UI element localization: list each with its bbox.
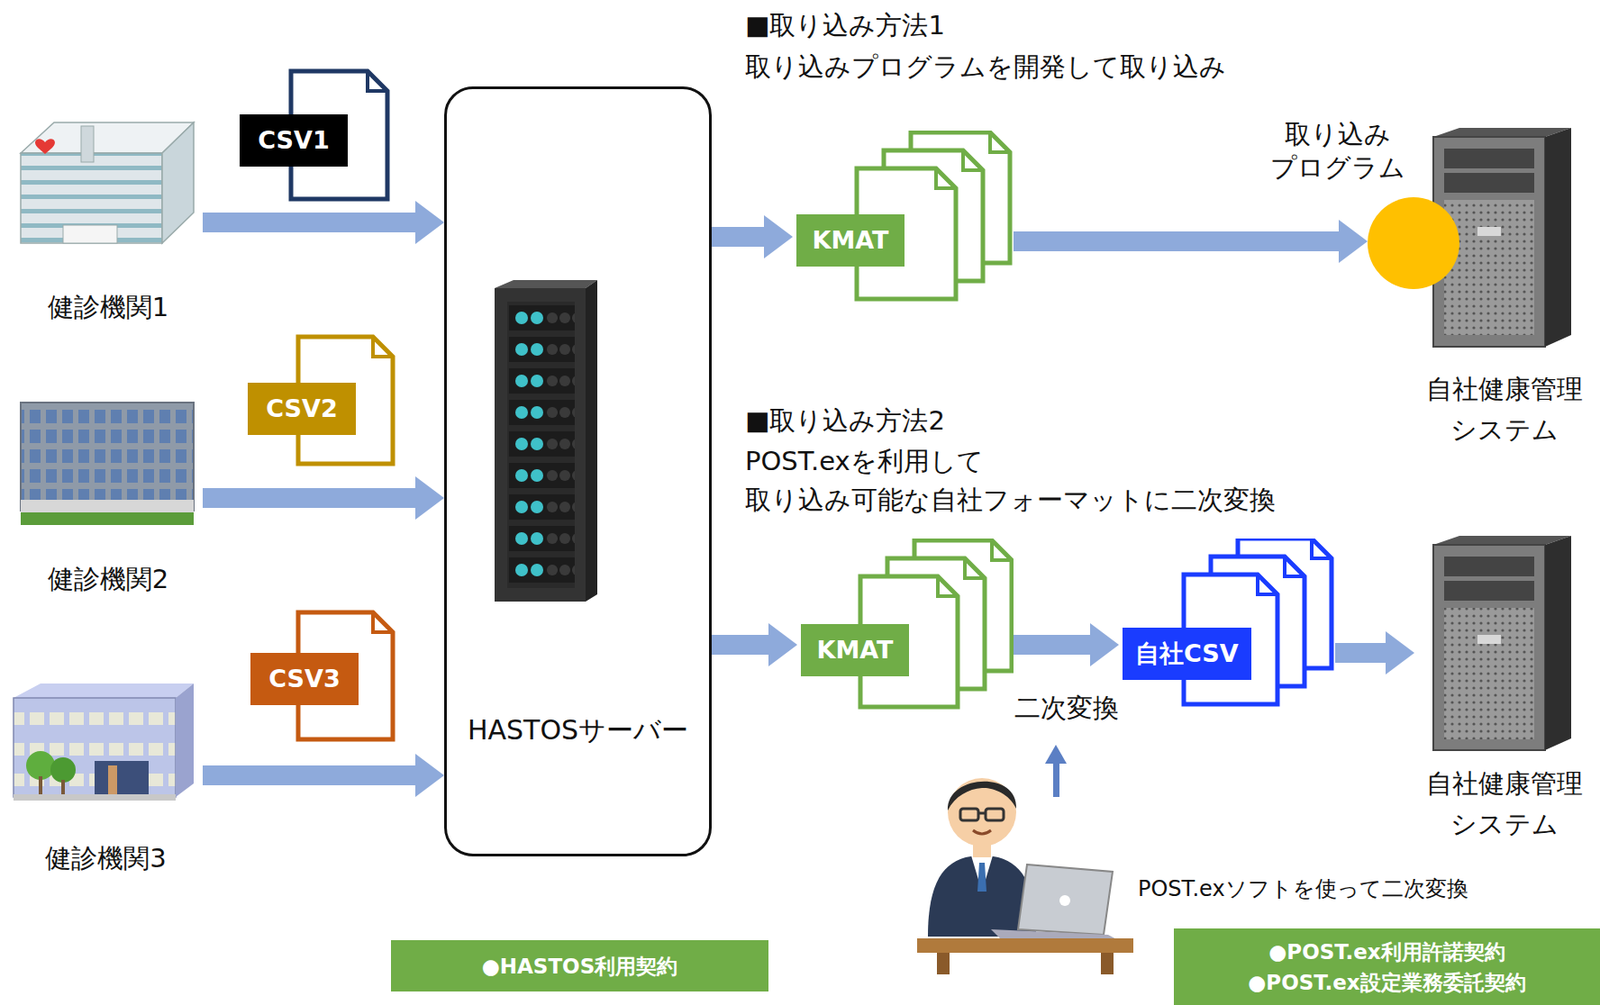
file-fold (1311, 538, 1332, 559)
hospital-icon (20, 122, 194, 244)
file-label-box: CSV2 (247, 382, 356, 436)
file-fold (1257, 574, 1278, 595)
note-text: 取り込み可能な自社フォーマットに二次変換 (745, 483, 1276, 517)
arrow-head (1338, 219, 1368, 264)
system-name: 自社健康管理 システム (1416, 763, 1593, 846)
arrow-shaft (711, 635, 769, 655)
arrow-head (415, 200, 445, 245)
facility-node: 健診機関1 (13, 117, 203, 325)
file-label-box: KMAT (796, 214, 905, 267)
file-label-box: KMAT (800, 624, 910, 677)
arrow-head (1090, 623, 1119, 667)
file-node: KMAT (797, 538, 1014, 712)
arrow-shaft (202, 765, 416, 786)
flow-arrow (1335, 631, 1415, 675)
arrow-shaft (1013, 635, 1091, 655)
contract-name: ●POST.ex利用許諾契約 (1268, 936, 1505, 968)
flow-arrow (202, 476, 445, 520)
arrow-head (415, 754, 445, 798)
edge-label: 二次変換 (1011, 691, 1122, 725)
program-label: 取り込み プログラム (1252, 118, 1424, 185)
file-node: KMAT (792, 130, 1014, 304)
file-fold (936, 168, 956, 189)
arrow-shaft (1335, 643, 1386, 664)
file-label: CSV3 (268, 664, 340, 694)
arrow-head (763, 215, 793, 259)
arrow-shaft (1013, 231, 1339, 252)
flow-arrow (1013, 623, 1119, 667)
flow-arrow (202, 200, 445, 245)
operator-illustration (917, 778, 1134, 975)
file-label: CSV1 (257, 126, 329, 155)
file-fold (372, 336, 393, 357)
tower-server-icon (1433, 536, 1572, 751)
file-label-box: CSV1 (239, 114, 348, 167)
flow-arrow (711, 215, 793, 259)
flow-arrow (202, 754, 445, 798)
arrow-head (1385, 631, 1415, 675)
file-label: CSV2 (265, 394, 337, 424)
file-fold (372, 612, 393, 633)
file-fold (964, 558, 985, 579)
note-text: ■取り込み方法2 (745, 404, 946, 437)
facility-name: 健診機関1 (47, 290, 169, 325)
server-box: HASTOSサーバー (444, 86, 712, 857)
arrow-shaft (202, 212, 416, 233)
note-text: ■取り込み方法1 (745, 9, 946, 42)
facility-name: 健診機関2 (47, 562, 169, 597)
file-fold (990, 132, 1010, 153)
contract-name: ●HASTOS利用契約 (481, 951, 679, 982)
file-label: KMAT (811, 226, 889, 255)
arrow-head (415, 476, 445, 520)
flow-arrow (1013, 219, 1368, 264)
file-label: KMAT (816, 636, 893, 665)
file-node: 自社CSV (1118, 538, 1336, 709)
file-fold (991, 540, 1012, 561)
facility-node: 健診機関3 (9, 677, 203, 876)
file-fold (367, 71, 388, 91)
arrow-head (768, 623, 798, 667)
office-icon (20, 402, 194, 526)
facility-name: 健診機関3 (45, 841, 166, 876)
file-label: 自社CSV (1135, 639, 1239, 669)
facility-node: 健診機関2 (13, 396, 203, 597)
rack-server-icon (494, 280, 598, 602)
server-name: HASTOSサーバー (467, 713, 689, 748)
arrow-shaft (711, 227, 764, 247)
file-fold (1284, 556, 1305, 577)
file-fold (937, 576, 958, 597)
clinic-icon (13, 683, 194, 801)
file-icon (1118, 538, 1336, 709)
contract-name: ●POST.ex設定業務委託契約 (1247, 967, 1526, 999)
note-text: POST.exを利用して (745, 445, 984, 478)
contract-bar: ●POST.ex利用許諾契約●POST.ex設定業務委託契約 (1173, 928, 1600, 1005)
file-fold (963, 150, 983, 171)
note-text: POST.exソフトを使って二次変換 (1137, 875, 1469, 903)
note-text: 取り込みプログラムを開発して取り込み (745, 50, 1227, 83)
system-node: 自社健康管理 システム (1414, 534, 1595, 846)
system-node: 自社健康管理 システム (1414, 126, 1595, 451)
pointer-arrow (1045, 745, 1067, 798)
file-node: CSV1 (236, 68, 394, 202)
file-label-box: 自社CSV (1122, 627, 1252, 681)
file-node: CSV3 (245, 609, 400, 745)
arrow-shaft (202, 488, 416, 509)
program-circle: 取り込み プログラム (1367, 197, 1460, 290)
file-label-box: CSV3 (250, 653, 359, 706)
contract-bar: ●HASTOS利用契約 (390, 940, 769, 992)
system-name: 自社健康管理 システム (1416, 369, 1593, 451)
file-node: CSV2 (243, 333, 397, 469)
flow-arrow (711, 623, 798, 667)
